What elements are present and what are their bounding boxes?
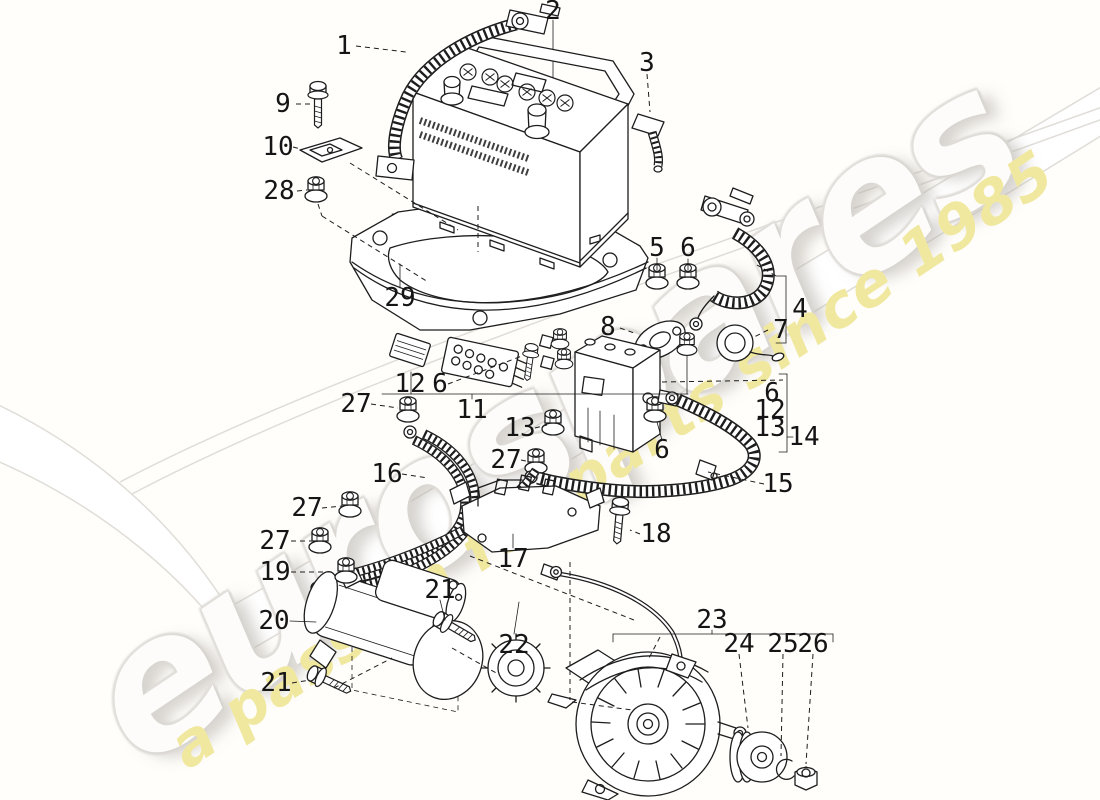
callout-7: 7 xyxy=(773,315,789,345)
callout-3: 3 xyxy=(639,48,655,78)
callout-6b: 6 xyxy=(432,369,448,399)
bolt-18 xyxy=(606,496,632,546)
callout-6d: 6 xyxy=(764,378,780,408)
pulley-24 xyxy=(729,731,788,783)
callout-21a: 21 xyxy=(424,575,455,605)
small-fasteners xyxy=(518,328,698,395)
callout-1: 1 xyxy=(336,31,352,61)
ground-cable xyxy=(375,3,561,181)
callout-17: 17 xyxy=(497,544,528,574)
fuse-strip-11 xyxy=(440,336,528,388)
callout-8: 8 xyxy=(600,312,616,342)
bolt-21b xyxy=(303,661,356,701)
grommet-7 xyxy=(716,324,785,362)
clamp-bracket-10 xyxy=(299,137,363,163)
callouts: 1 2 3 9 10 28 29 5 6 8 4 7 12 6 11 27 16… xyxy=(258,0,828,698)
callout-6c: 6 xyxy=(654,435,670,465)
nut-26 xyxy=(794,766,818,791)
callout-13b: 13 xyxy=(754,413,785,443)
callout-12a: 12 xyxy=(394,369,425,399)
leader-lines xyxy=(289,45,834,765)
battery xyxy=(412,19,635,270)
callout-28: 28 xyxy=(263,176,294,206)
callout-12b: 12 xyxy=(754,395,785,425)
callout-16: 16 xyxy=(371,459,402,489)
callout-21b: 21 xyxy=(260,668,291,698)
starter-motor xyxy=(303,559,551,713)
holder-bracket-17 xyxy=(449,474,605,553)
callout-27d: 27 xyxy=(259,526,290,556)
callout-23: 23 xyxy=(696,605,727,635)
nut-27c xyxy=(338,491,362,518)
callout-6a: 6 xyxy=(680,233,696,263)
callout-19: 19 xyxy=(259,557,290,587)
callout-27b: 27 xyxy=(490,445,521,475)
nut-27d xyxy=(308,527,332,554)
callout-5: 5 xyxy=(649,233,665,263)
nut-27a xyxy=(396,396,420,423)
alternator xyxy=(547,649,747,800)
callout-26: 26 xyxy=(797,629,828,659)
nut-13 xyxy=(541,409,565,436)
bolt-9 xyxy=(307,80,329,129)
callout-20: 20 xyxy=(258,606,289,636)
plate-12 xyxy=(389,332,431,368)
nut-28 xyxy=(304,176,328,203)
callout-18: 18 xyxy=(640,519,671,549)
vent-elbow xyxy=(631,113,665,173)
callout-13a: 13 xyxy=(504,413,535,443)
callout-14: 14 xyxy=(788,422,819,452)
callout-27a: 27 xyxy=(340,389,371,419)
swoosh-edge-top xyxy=(0,86,1100,610)
callout-2: 2 xyxy=(545,0,561,26)
callout-27c: 27 xyxy=(291,493,322,523)
nut-19 xyxy=(334,557,358,584)
callout-9: 9 xyxy=(275,89,291,119)
callout-10: 10 xyxy=(262,132,293,162)
battery-terminal-left xyxy=(440,75,464,106)
callout-15: 15 xyxy=(762,469,793,499)
callout-11: 11 xyxy=(456,395,487,425)
callout-24: 24 xyxy=(723,629,754,659)
battery-terminal-right xyxy=(524,103,550,140)
negative-cable xyxy=(689,187,768,331)
callout-4: 4 xyxy=(792,294,808,324)
callout-25: 25 xyxy=(767,629,798,659)
callout-29: 29 xyxy=(384,283,415,313)
washer-25 xyxy=(775,758,795,780)
callout-22: 22 xyxy=(498,630,529,660)
